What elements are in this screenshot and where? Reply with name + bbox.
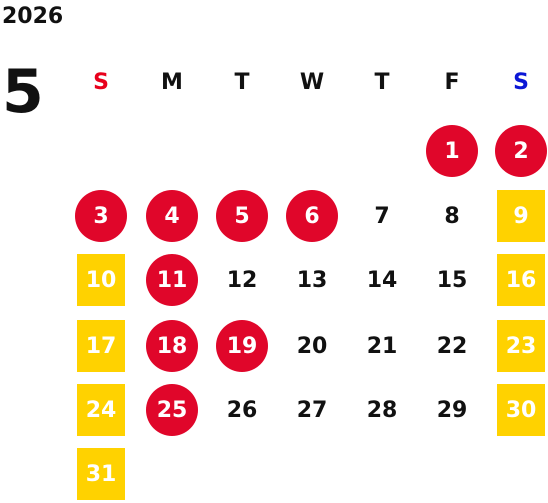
day-cell-9[interactable]: 9 (497, 190, 545, 242)
month-label: 5 (2, 57, 44, 127)
weekday-header: T (374, 69, 390, 95)
day-cell-25[interactable]: 25 (146, 384, 198, 436)
day-cell-23[interactable]: 23 (497, 320, 545, 372)
day-cell-3[interactable]: 3 (75, 190, 127, 242)
day-cell-15[interactable]: 15 (436, 267, 468, 293)
day-cell-21[interactable]: 21 (366, 333, 398, 359)
day-cell-28[interactable]: 28 (366, 397, 398, 423)
weekday-header: T (234, 69, 250, 95)
day-cell-4[interactable]: 4 (146, 190, 198, 242)
day-cell-7[interactable]: 7 (374, 203, 390, 229)
day-cell-12[interactable]: 12 (226, 267, 258, 293)
day-cell-2[interactable]: 2 (495, 125, 547, 177)
weekday-header: S (93, 69, 109, 95)
day-cell-22[interactable]: 22 (436, 333, 468, 359)
day-cell-26[interactable]: 26 (226, 397, 258, 423)
day-cell-14[interactable]: 14 (366, 267, 398, 293)
day-cell-17[interactable]: 17 (77, 320, 125, 372)
day-cell-19[interactable]: 19 (216, 320, 268, 372)
weekday-header: S (513, 69, 529, 95)
weekday-header: W (299, 69, 325, 95)
day-cell-8[interactable]: 8 (444, 203, 460, 229)
day-cell-6[interactable]: 6 (286, 190, 338, 242)
weekday-header: F (444, 69, 460, 95)
day-cell-11[interactable]: 11 (146, 254, 198, 306)
day-cell-30[interactable]: 30 (497, 384, 545, 436)
day-cell-1[interactable]: 1 (426, 125, 478, 177)
day-cell-29[interactable]: 29 (436, 397, 468, 423)
year-label: 2026 (2, 4, 64, 29)
day-cell-16[interactable]: 16 (497, 254, 545, 306)
day-cell-31[interactable]: 31 (77, 448, 125, 500)
weekday-header: M (161, 69, 183, 95)
day-cell-27[interactable]: 27 (296, 397, 328, 423)
day-cell-10[interactable]: 10 (77, 254, 125, 306)
day-cell-13[interactable]: 13 (296, 267, 328, 293)
day-cell-18[interactable]: 18 (146, 320, 198, 372)
day-cell-5[interactable]: 5 (216, 190, 268, 242)
day-cell-24[interactable]: 24 (77, 384, 125, 436)
day-cell-20[interactable]: 20 (296, 333, 328, 359)
